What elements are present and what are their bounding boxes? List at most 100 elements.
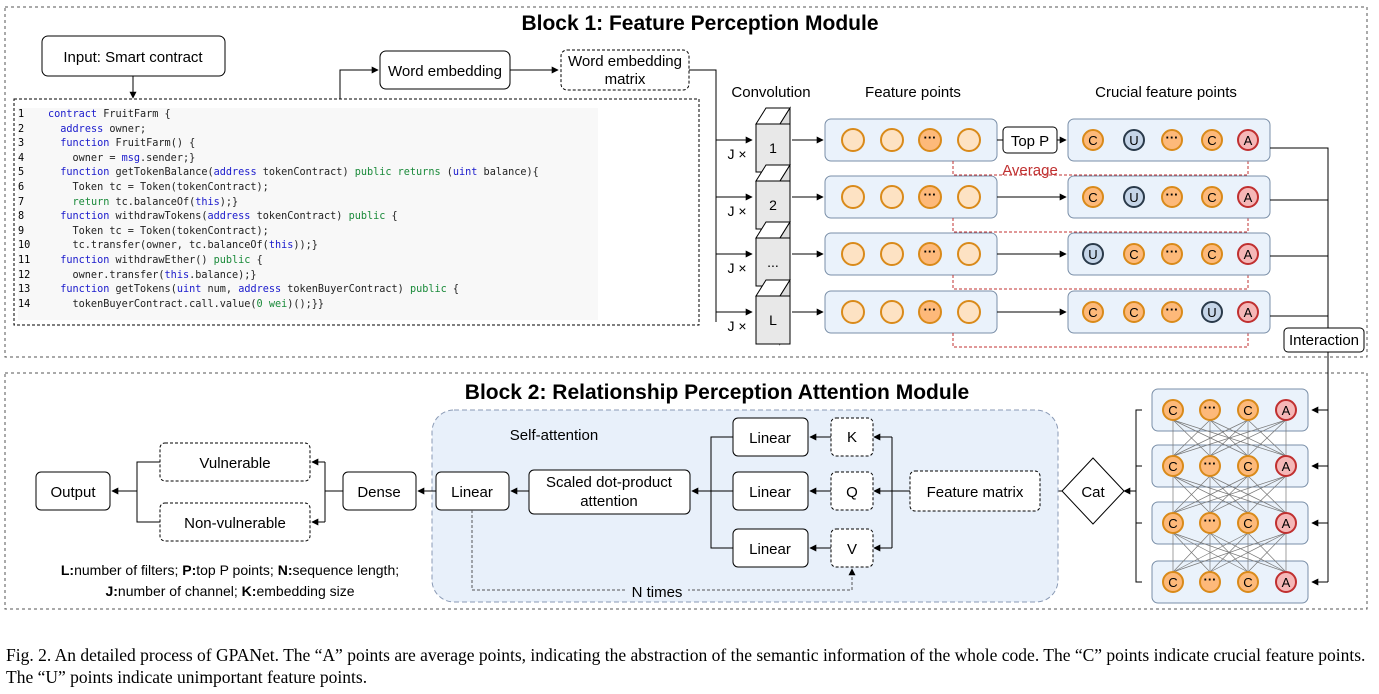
filter-label-3: L [769,312,777,328]
crucial-point-2-2 [1161,243,1183,265]
code-line: 6 Token tc = Token(tokenContract); [18,181,598,196]
cat-point-3-1-label: ··· [1204,572,1217,587]
crucial-point-3-2 [1161,301,1183,323]
cat-point-2-3-label: A [1282,516,1291,531]
crucial-point-1-3 [1201,186,1223,208]
feature-point-0-0 [841,128,865,152]
cat-point-1-1-label: ··· [1204,456,1217,471]
cat-point-2-2 [1237,512,1259,534]
crucial-point-3-3-label: U [1207,305,1216,320]
code-line: 5 function getTokenBalance(address token… [18,166,598,181]
code-token: )();}} [287,298,325,310]
convolution-label: Convolution [731,84,810,101]
feature-point-0-2 [918,128,942,152]
cat-edge-0 [1247,419,1287,457]
feature-point-1-2 [918,185,942,209]
word-embedding-matrix-label-1: Word embedding [568,53,682,70]
cat-point-0-3 [1275,399,1297,421]
cat-point-2-1 [1199,512,1221,534]
code-token [48,284,60,295]
legend-n-key: N: [277,562,293,578]
code-token: { [446,284,460,296]
crucial-point-2-0 [1082,243,1104,265]
linear-k-label: Linear [749,430,791,447]
code-token [48,167,60,178]
j-times-label-3: J × [727,318,746,334]
cat-point-0-2 [1237,399,1259,421]
cat-point-1-0 [1162,455,1184,477]
crucial-feature-points-label: Crucial feature points [1095,84,1237,101]
filter-label-1: 2 [769,197,777,213]
figure-caption: Fig. 2. An detailed process of GPANet. T… [6,645,1366,687]
code-token: withdrawTokens( [109,211,208,223]
feature-point-3-0 [841,300,865,324]
cat-point-3-3 [1275,571,1297,593]
code-line: 9 Token tc = Token(tokenContract); [18,225,598,240]
code-line-number: 6 [18,181,25,193]
code-line: 4 owner = msg.sender;} [18,152,598,167]
code-token [48,197,73,208]
legend-l-text: number of filters; [74,562,183,578]
cat-edge-1 [1172,475,1211,514]
cat-point-0-1 [1199,399,1221,421]
crucial-point-0-1-label: U [1129,133,1138,148]
v-box [830,528,874,568]
code-token: ( [440,167,453,179]
legend-p-key: P: [182,562,197,578]
vulnerable-label: Vulnerable [199,455,270,472]
code-line-number: 1 [18,109,25,120]
code-token: this [268,240,294,252]
cat-point-3-1 [1199,571,1221,593]
code-line-number: 2 [18,123,25,135]
code-token: function [60,284,110,296]
legend-line-2: J:number of channel; K:embedding size [20,581,440,602]
code-token: ));} [293,240,318,252]
cat-point-1-3 [1275,455,1297,477]
crucial-point-1-0 [1082,186,1104,208]
code-token: public [409,284,447,296]
linear-q-label: Linear [749,484,791,501]
dense-label: Dense [357,484,400,501]
average-path-2 [952,268,1249,290]
cat-point-1-3-label: A [1282,459,1291,474]
crucial-point-2-4 [1237,243,1259,265]
code-line-number: 12 [18,269,31,281]
feature-point-0-2-label: ··· [924,130,937,145]
block2-title: Block 2: Relationship Perception Attenti… [465,381,969,404]
cat-edge-2 [1247,532,1287,573]
scaled-dot-product-label-2: attention [580,493,638,510]
code-token: tc.balanceOf( [109,196,196,208]
crucial-point-1-0-label: C [1088,190,1097,205]
code-token: Token tc = Token(tokenContract); [48,181,269,193]
code-token [48,124,60,135]
crucial-point-2-1 [1123,243,1145,265]
code-token: address [213,167,257,179]
cat-point-0-0-label: C [1168,403,1177,418]
cat-point-3-3-label: A [1282,575,1291,590]
cat-diamond [1061,457,1125,525]
code-token: function [60,254,110,266]
legend-j-text: number of channel; [117,583,242,599]
code-token: this [164,269,190,281]
code-token: getTokens( [109,284,177,296]
n-times-label: N times [632,584,683,601]
crucial-point-3-0 [1082,301,1104,323]
feature-point-1-0 [841,185,865,209]
code-token: msg [121,152,141,164]
code-token: address [60,123,104,135]
legend-j-key: J: [105,583,118,599]
cat-point-3-0 [1162,571,1184,593]
feature-points-label: Feature points [865,84,961,101]
code-line: 8 function withdrawTokens(address tokenC… [18,210,598,225]
cat-edge-0 [1172,419,1211,457]
crucial-point-0-3-label: C [1207,133,1216,148]
average-label: Average [1002,162,1058,179]
code-line: 2 address owner; [18,123,598,138]
crucial-point-2-4-label: A [1244,247,1253,262]
cat-edge-0 [1172,419,1287,457]
average-path-1 [952,211,1249,233]
crucial-point-2-3 [1201,243,1223,265]
k-box [830,417,874,457]
code-line-number: 10 [18,240,31,252]
filter-front-2 [755,237,791,287]
